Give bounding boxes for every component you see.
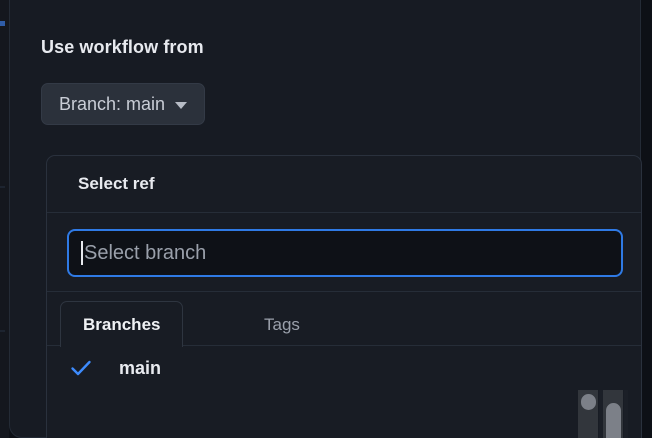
scrollbar-gap-2 <box>624 390 628 438</box>
chevron-down-icon <box>175 101 188 109</box>
gutter-divider-2 <box>0 330 5 332</box>
page-left-gutter <box>0 0 9 438</box>
gutter-accent-marker <box>0 21 5 26</box>
list-item-label: main <box>119 358 162 378</box>
search-input[interactable]: Select branch <box>67 229 623 277</box>
popover-header: Select ref <box>47 156 641 213</box>
search-input-placeholder: Select branch <box>84 242 207 264</box>
scrollbar-thumb-left[interactable] <box>581 394 596 410</box>
dialog-body: Use workflow from Branch: main Select re… <box>10 0 642 438</box>
page-title: Use workflow from <box>41 37 204 57</box>
branch-select-label: Branch: main <box>59 94 166 114</box>
branch-list: main <box>47 346 641 390</box>
select-ref-popover: Select ref Select branch Branches Tags <box>46 155 642 438</box>
text-caret <box>81 241 83 265</box>
list-item[interactable]: main <box>47 346 641 390</box>
branch-select-button[interactable]: Branch: main <box>41 83 206 125</box>
scrollbars-overlay <box>578 390 652 438</box>
scrollbar-thumb-right[interactable] <box>606 403 621 438</box>
workflow-dispatch-dialog: Use workflow from Branch: main Select re… <box>9 0 642 438</box>
tab-branches[interactable]: Branches <box>60 301 184 347</box>
popover-title: Select ref <box>78 174 155 193</box>
ref-tabs: Branches Tags <box>47 292 641 347</box>
search-area: Select branch <box>47 213 641 292</box>
scrollbar-gap-1 <box>599 390 603 438</box>
check-icon <box>69 356 95 380</box>
tab-tags[interactable]: Tags <box>264 314 300 334</box>
gutter-divider-1 <box>0 186 5 188</box>
